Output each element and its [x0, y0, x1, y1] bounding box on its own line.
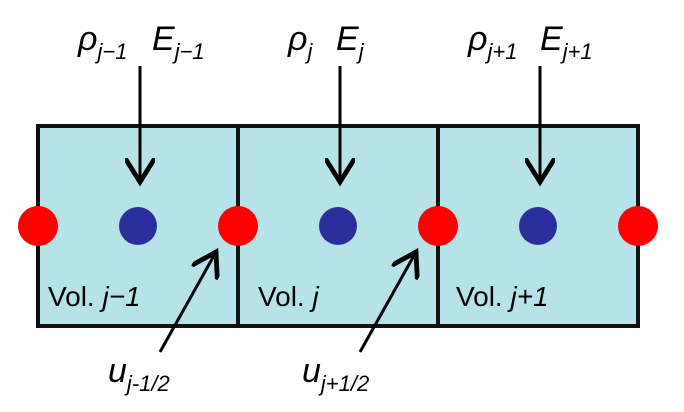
- arrow-to-face-j-minus-half: [158, 252, 216, 353]
- face-node-j-plus-half: [418, 206, 458, 246]
- velocity-label-j-minus-half: uj-1/2: [108, 352, 170, 396]
- face-node-right-boundary: [618, 206, 658, 246]
- velocity-label-j-plus-half: uj+1/2: [302, 352, 369, 396]
- volume-label-j: Vol. j: [258, 281, 319, 312]
- center-node-j: [319, 207, 357, 245]
- face-node-left-boundary: [18, 206, 58, 246]
- rho-label-j-minus-1: ρj−1: [77, 20, 127, 64]
- face-node-j-minus-half: [218, 206, 258, 246]
- arrow-to-face-j-plus-half: [358, 252, 416, 353]
- center-node-j-plus-1: [519, 207, 557, 245]
- energy-label-j: Ej: [336, 20, 365, 64]
- center-node-j-minus-1: [119, 207, 157, 245]
- rho-label-j: ρj: [287, 20, 313, 64]
- energy-label-j-minus-1: Ej−1: [152, 20, 205, 64]
- energy-label-j-plus-1: Ej+1: [540, 20, 593, 64]
- volume-label-j-plus-1: Vol. j+1: [456, 281, 549, 312]
- volume-label-j-minus-1: Vol. j−1: [48, 281, 141, 312]
- rho-label-j-plus-1: ρj+1: [467, 20, 517, 64]
